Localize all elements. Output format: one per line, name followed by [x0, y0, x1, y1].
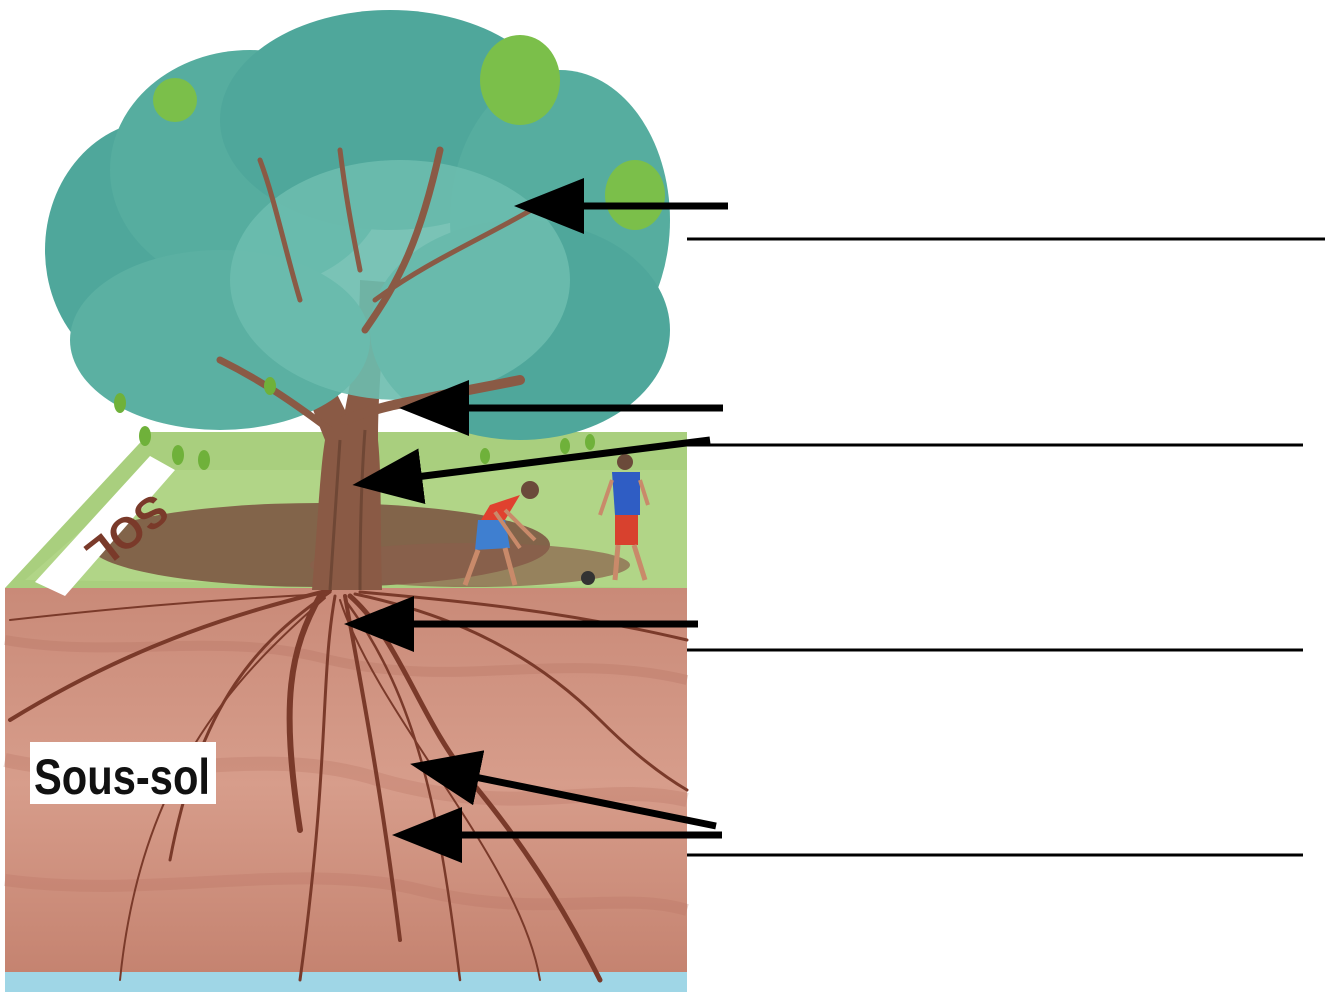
ball	[581, 571, 595, 585]
sous-sol-label: Sous-sol	[34, 749, 210, 805]
answer-lines	[687, 239, 1325, 855]
foliage	[45, 10, 670, 440]
groundwater	[5, 972, 687, 992]
sous-sol-sign: Sous-sol	[30, 742, 216, 805]
